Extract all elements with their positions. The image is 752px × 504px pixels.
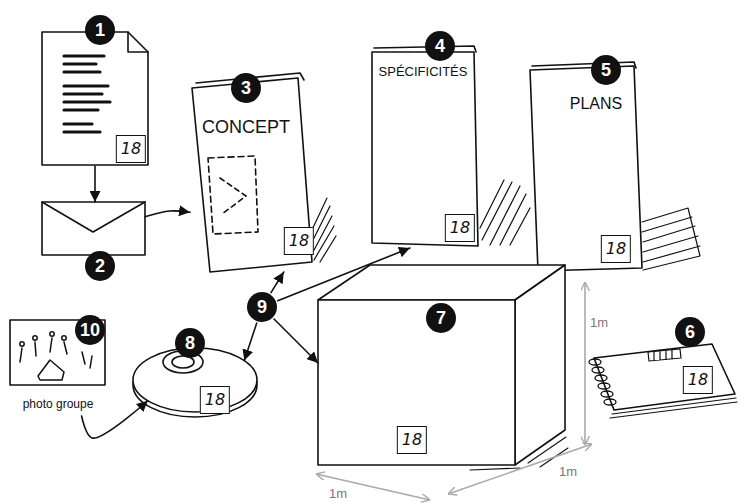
disc xyxy=(133,348,257,412)
callout-number: 5 xyxy=(591,55,621,85)
concept-booklet: 3CONCEPT 18 xyxy=(190,76,312,272)
item-tag: 18 xyxy=(116,135,146,163)
envelope: 2 xyxy=(42,202,145,255)
booklet-cover xyxy=(372,52,478,246)
item-tag: 18 xyxy=(200,386,230,414)
document-fold xyxy=(128,32,148,52)
callout-number: 6 xyxy=(675,317,705,347)
dimension-label: 1m xyxy=(558,464,578,479)
booklet-cover xyxy=(530,66,642,271)
connector-arrow xyxy=(278,248,410,301)
envelope-sketch xyxy=(208,156,258,234)
dimension-line xyxy=(316,474,430,500)
item-title: SPÉCIFICITÉS xyxy=(379,65,468,79)
item-tag: 18 xyxy=(683,366,713,394)
callout-number: 8 xyxy=(175,328,205,358)
item-title: PLANS xyxy=(570,95,622,113)
connector-arrow xyxy=(271,272,284,293)
callout-number: 9 xyxy=(247,292,277,322)
connector-arrow xyxy=(244,323,256,360)
item-tag: 18 xyxy=(601,235,631,263)
document: 118 xyxy=(42,30,148,166)
connector-arrow xyxy=(145,211,190,217)
notebook-spiral xyxy=(589,359,616,405)
cube: 7 18 xyxy=(318,265,565,465)
photo-caption: photo groupe xyxy=(21,397,96,411)
callout-number: 1 xyxy=(85,15,115,45)
booklet-shadow xyxy=(480,180,530,245)
item-title: CONCEPT xyxy=(202,118,290,138)
dimension-line xyxy=(448,444,592,494)
callout-number: 4 xyxy=(425,31,455,61)
plans-booklet: 5PLANS18 xyxy=(528,60,642,272)
dimension-line xyxy=(584,282,586,445)
connector-arrow xyxy=(94,166,96,202)
cube-front xyxy=(318,300,515,465)
connector-arrow xyxy=(274,319,318,363)
disc: 818 xyxy=(133,348,257,412)
callout-hub: 9 xyxy=(245,290,279,324)
document-page xyxy=(42,32,148,165)
cube-side xyxy=(515,265,565,465)
envelope xyxy=(42,202,145,255)
dimension-label: 1m xyxy=(328,486,348,501)
item-tag: 18 xyxy=(397,426,427,454)
notebook-emblem xyxy=(648,349,681,361)
item-tag: 18 xyxy=(445,214,475,242)
notebook-cover xyxy=(594,344,735,410)
envelope-flap xyxy=(42,202,145,232)
group-photo: 10 photo groupe xyxy=(8,316,108,416)
booklet-pages xyxy=(642,208,700,270)
document-lines xyxy=(64,56,110,132)
callout-number: 7 xyxy=(426,303,456,333)
dimension-lines xyxy=(316,282,592,500)
envelope-sketch-flap xyxy=(220,178,246,214)
callout-number: 10 xyxy=(75,315,105,345)
dimension-label: 1m xyxy=(589,315,609,330)
callout-number: 2 xyxy=(85,251,115,281)
specs-booklet: 4SPÉCIFICITÉS18 xyxy=(366,36,488,248)
booklet-shadow xyxy=(311,198,336,262)
notebook: 618 xyxy=(592,342,737,412)
item-tag: 18 xyxy=(284,227,314,255)
callout-number: 3 xyxy=(231,73,261,103)
